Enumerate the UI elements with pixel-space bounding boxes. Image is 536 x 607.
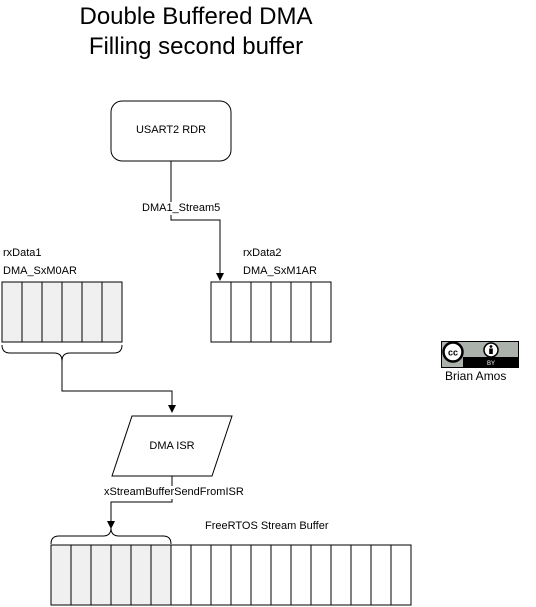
- dma-stream-label: DMA1_Stream5: [142, 202, 221, 215]
- stream-buffer-cell: [190, 544, 212, 606]
- cc-by-license-badge: cc BY: [441, 341, 519, 368]
- freertos-stream-buffer: [50, 544, 412, 606]
- rxdata1-brace: [1, 344, 123, 362]
- stream-buffer-cell: [90, 544, 112, 606]
- stream-buffer-brace: [50, 527, 172, 545]
- rxdata2-cell: [310, 281, 332, 343]
- rxdata2-buffer: [210, 281, 332, 343]
- svg-text:cc: cc: [448, 348, 458, 358]
- stream-buffer-cell: [270, 544, 292, 606]
- stream-buffer-cell: [70, 544, 92, 606]
- rxdata2-name-label: rxData2: [243, 247, 282, 259]
- stream-buffer-cell: [250, 544, 272, 606]
- stream-buffer-cell: [370, 544, 392, 606]
- rxdata2-cell: [250, 281, 272, 343]
- rxdata1-cell: [81, 281, 103, 343]
- rxdata1-cell: [61, 281, 83, 343]
- brace-to-isr-connector: [61, 361, 176, 413]
- rxdata2-cell: [210, 281, 232, 343]
- stream-buffer-cell: [170, 544, 192, 606]
- rxdata2-register-label: DMA_SxM1AR: [243, 265, 317, 277]
- rxdata1-cell: [21, 281, 43, 343]
- stream-buffer-cell: [350, 544, 372, 606]
- rxdata1-register-label: DMA_SxM0AR: [3, 265, 77, 277]
- rxdata2-cell: [290, 281, 312, 343]
- rxdata1-buffer: [1, 281, 123, 343]
- cc-by-text: BY: [487, 361, 495, 367]
- rxdata2-cell: [230, 281, 252, 343]
- cc-icon: [442, 341, 464, 363]
- diagram-title-line1: Double Buffered DMA: [79, 3, 313, 30]
- cc-by-icon: cc BY: [441, 341, 519, 368]
- rxdata2-cell: [270, 281, 292, 343]
- rxdata1-cell: [101, 281, 123, 343]
- usart2-rdr-label: USART2 RDR: [135, 124, 207, 136]
- stream-buffer-cell: [130, 544, 152, 606]
- stream-buffer-label: FreeRTOS Stream Buffer: [205, 520, 329, 532]
- rxdata1-name-label: rxData1: [3, 247, 42, 259]
- isr-to-stream-buffer-connector: [107, 476, 173, 529]
- rxdata1-cell: [1, 281, 23, 343]
- stream-buffer-cell: [230, 544, 252, 606]
- stream-buffer-send-label: xStreamBufferSendFromISR: [104, 486, 244, 499]
- rxdata1-cell: [41, 281, 63, 343]
- stream-buffer-cell: [110, 544, 132, 606]
- dma-isr-label: DMA ISR: [149, 440, 195, 452]
- stream-buffer-cell: [210, 544, 232, 606]
- stream-buffer-cell: [290, 544, 312, 606]
- diagram-title-line2: Filling second buffer: [88, 33, 304, 60]
- stream-buffer-cell: [330, 544, 352, 606]
- stream-buffer-cell: [390, 544, 412, 606]
- stream-buffer-cell: [150, 544, 172, 606]
- stream-buffer-cell: [50, 544, 72, 606]
- author-label: Brian Amos: [445, 369, 507, 383]
- dma-stream-connector: [170, 161, 224, 281]
- dma-isr-shape: [111, 415, 233, 477]
- stream-buffer-cell: [310, 544, 332, 606]
